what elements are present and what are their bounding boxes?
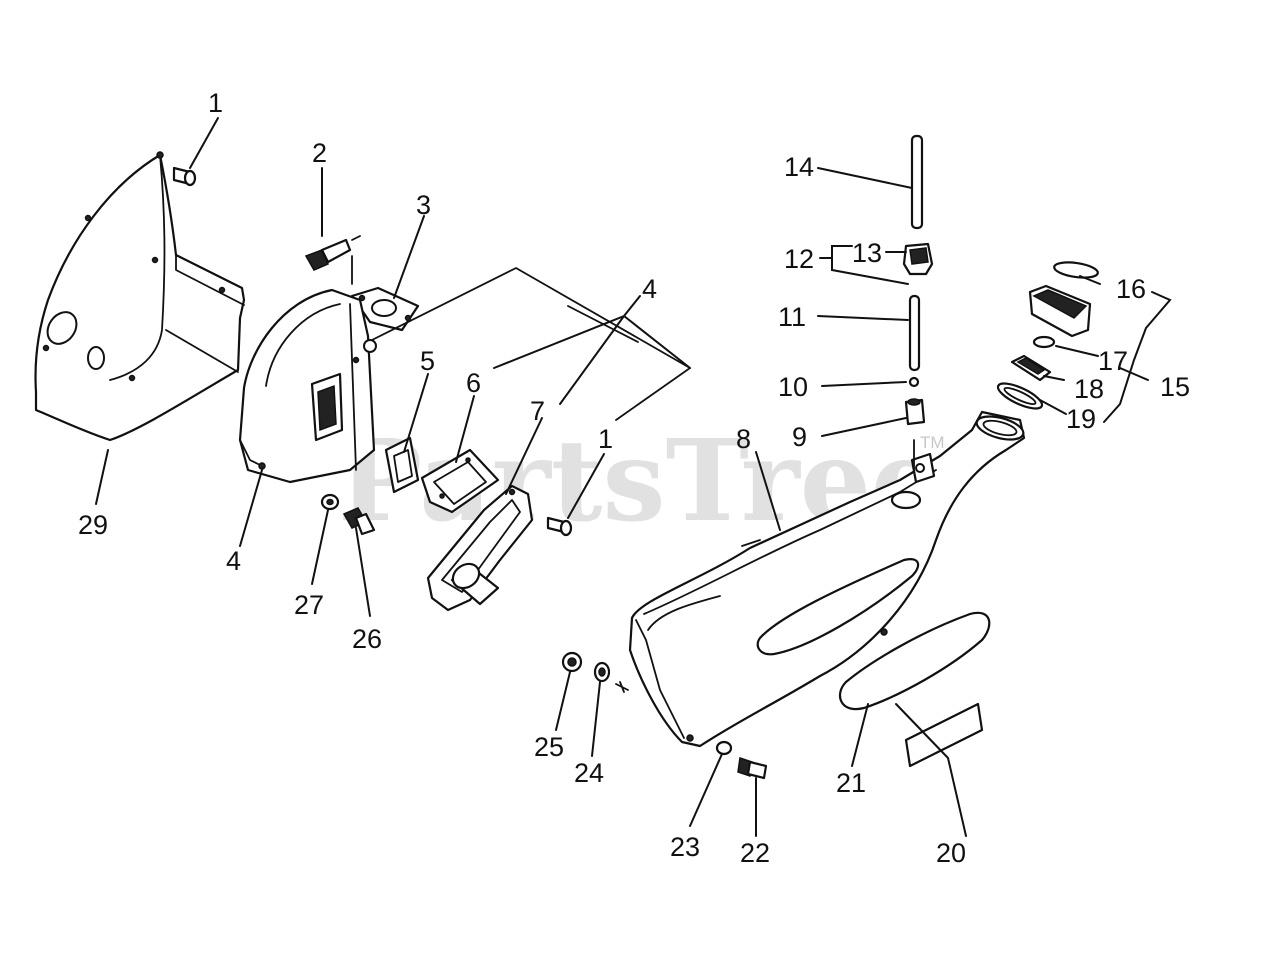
leader-1-shroud-screw (189, 117, 219, 169)
part-bolt-26 (342, 507, 376, 536)
leader-3 (393, 215, 425, 299)
callout-14: 14 (784, 152, 814, 182)
part-decal-20 (904, 702, 984, 768)
callout-26: 26 (352, 624, 382, 654)
leader-12 (819, 245, 909, 285)
leader-16 (1079, 275, 1101, 285)
part-shroud (34, 151, 246, 442)
leader-10 (821, 381, 907, 387)
callout-29: 29 (78, 510, 108, 540)
leader-25 (555, 671, 571, 731)
leader-21 (851, 703, 869, 767)
callout-6: 6 (466, 368, 481, 398)
part-muffler-bracket (426, 484, 534, 612)
part-screw-1b (546, 516, 573, 537)
callout-18: 18 (1074, 374, 1104, 404)
callout-10: 10 (778, 372, 808, 402)
part-blower-tube (628, 410, 1026, 748)
part-gasket-5 (384, 436, 420, 494)
leader-29 (95, 449, 109, 505)
leader-24 (591, 681, 601, 757)
callout-17: 17 (1098, 346, 1128, 376)
callout-21: 21 (836, 768, 866, 798)
leader-4-left (239, 469, 263, 547)
callout-15: 15 (1160, 372, 1190, 402)
callout-2: 2 (312, 138, 327, 168)
part-filter-assembly (996, 261, 1099, 410)
callout-9: 9 (792, 422, 807, 452)
leader-14 (817, 167, 913, 189)
leader-lines (95, 117, 1172, 837)
part-bolt-2 (304, 235, 361, 285)
watermark-trademark: TM (920, 433, 945, 452)
callout-13: 13 (852, 238, 882, 268)
leader-18 (1043, 375, 1065, 381)
leader-7 (505, 417, 543, 495)
leader-17 (1055, 345, 1099, 357)
callout-labels: 1 2 3 4 4 5 6 7 1 8 9 10 11 12 13 14 15 … (78, 88, 1190, 868)
callout-22: 22 (740, 838, 770, 868)
leader-5 (403, 373, 429, 453)
callout-4-right: 4 (642, 274, 657, 304)
callout-8: 8 (736, 424, 751, 454)
leader-20 (895, 703, 967, 837)
callout-5: 5 (420, 346, 435, 376)
callout-1-mid-screw: 1 (598, 424, 613, 454)
callout-16: 16 (1116, 274, 1146, 304)
part-fasteners (561, 651, 768, 780)
leader-26 (355, 527, 371, 617)
callout-25: 25 (534, 732, 564, 762)
part-gasket-6 (420, 448, 500, 514)
leader-11 (817, 315, 909, 321)
leader-19 (1039, 399, 1067, 415)
part-fan-housing (238, 288, 377, 484)
part-valve-stack (890, 134, 934, 510)
callout-19: 19 (1066, 404, 1096, 434)
leader-15 (1103, 291, 1172, 423)
callout-11: 11 (778, 302, 806, 332)
callout-27: 27 (294, 590, 324, 620)
leader-4-right (493, 295, 691, 405)
leader-8 (755, 451, 781, 531)
leader-6 (455, 395, 475, 463)
callout-23: 23 (670, 832, 700, 862)
leader-23 (689, 753, 723, 827)
leader-1-mid-screw (567, 453, 605, 519)
callout-24: 24 (574, 758, 604, 788)
callout-20: 20 (936, 838, 966, 868)
callout-4-left: 4 (226, 546, 241, 576)
callout-1-shroud-screw: 1 (208, 88, 223, 118)
part-screw-1a (172, 166, 197, 187)
callout-7: 7 (530, 396, 545, 426)
part-washer-27 (320, 493, 340, 511)
part-decal-21 (838, 611, 991, 711)
leader-9 (821, 417, 907, 437)
leader-27 (311, 509, 329, 585)
callout-3: 3 (416, 190, 431, 220)
callout-12: 12 (784, 244, 814, 274)
